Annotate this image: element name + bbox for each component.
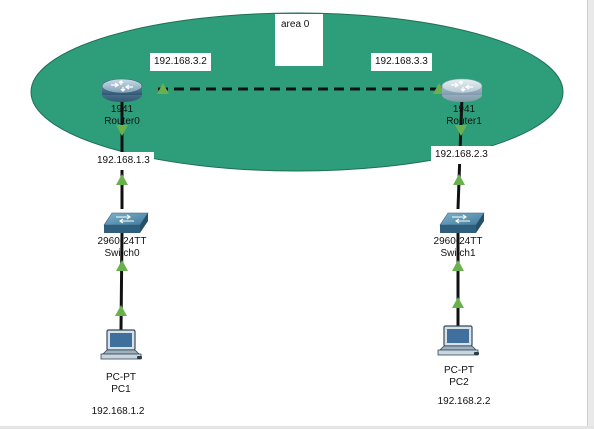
area-label-text: area 0 [281,19,310,30]
pc1-model: PC-PT [106,372,136,383]
switch1-uplink-status-arrow [453,174,465,185]
pc2-name: PC2 [449,377,469,388]
switch1-model: 2960-24TT [433,236,483,247]
pc1-icon[interactable] [100,329,142,360]
pc2-icon[interactable] [437,325,479,356]
switch0-name: Switch0 [104,248,140,259]
router1-lan-ip: 192.168.2.3 [431,146,492,164]
pc2-label[interactable]: PC-PT PC2 [434,365,484,389]
pc1-status-arrow [115,305,127,316]
pc1-name: PC1 [111,384,131,395]
router0-lan-ip: 192.168.1.3 [93,152,154,170]
area-0-ellipse [30,12,564,172]
pc2-ip: 192.168.2.2 [437,396,491,407]
router0-serial-status-arrow [157,83,169,94]
router1-model: 1941 [452,104,476,115]
area-label: area 0 [275,14,323,66]
canvas-bottom-edge [0,426,594,429]
switch1-name: Switch1 [440,248,476,259]
switch0-icon[interactable] [103,212,149,233]
router0-name: Router0 [104,116,140,127]
router1-label[interactable]: 1941 Router1 [440,104,488,128]
switch1-label[interactable]: 2960-24TT Switch1 [426,236,490,260]
switch1-icon[interactable] [439,212,485,233]
router0-model: 1941 [110,104,134,115]
link-status-arrows [115,83,467,316]
switch0-label[interactable]: 2960-24TT Switch0 [90,236,154,260]
router1-serial-ip: 192.168.3.3 [371,53,432,71]
switch1-pc-port-status-arrow [452,260,464,271]
switch0-uplink-status-arrow [116,174,128,185]
router0-lan-status-arrow [116,125,128,136]
pc2-model: PC-PT [444,365,474,376]
switch0-model: 2960-24TT [97,236,147,247]
router0-label[interactable]: 1941 Router0 [98,104,146,128]
canvas-scrollbar-edge[interactable] [587,0,594,429]
router0-icon[interactable] [101,78,143,102]
pc1-label[interactable]: PC-PT PC1 [96,372,146,396]
router0-serial-ip: 192.168.3.2 [150,53,211,71]
router1-icon[interactable] [441,78,483,102]
pc1-ip: 192.168.1.2 [91,406,145,417]
router1-lan-status-arrow [455,125,467,136]
router1-name: Router1 [446,116,482,127]
switch0-pc-port-status-arrow [116,260,128,271]
pc2-status-arrow [452,297,464,308]
